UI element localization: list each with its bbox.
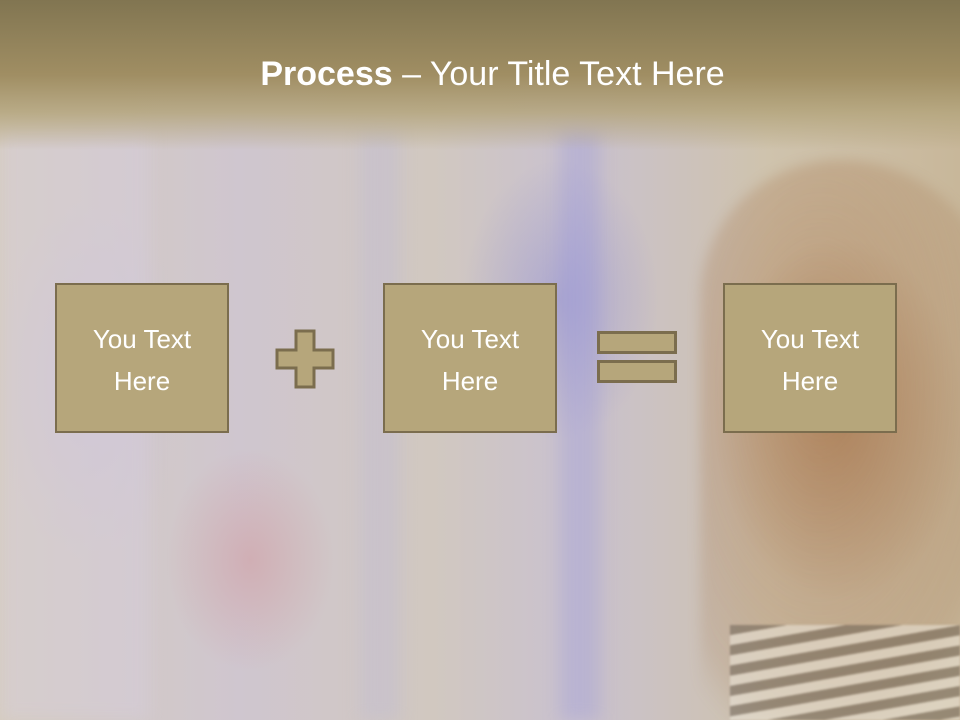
box-text-line1: You Text xyxy=(420,324,520,354)
box-text-line1: You Text xyxy=(92,324,192,354)
box-text-line2: Here xyxy=(441,366,499,396)
background-striped-shirt xyxy=(730,625,960,720)
equals-icon[interactable] xyxy=(597,331,677,383)
slide-title[interactable]: Process – Your Title Text Here xyxy=(0,52,960,96)
box-text-line1: You Text xyxy=(760,324,860,354)
title-band xyxy=(0,0,960,150)
title-bold: Process xyxy=(260,55,393,93)
box-text-line2: Here xyxy=(781,366,839,396)
box-text-line2: Here xyxy=(113,366,171,396)
title-rest: – Your Title Text Here xyxy=(392,55,725,93)
background-blur xyxy=(560,130,600,720)
plus-icon[interactable] xyxy=(275,329,335,389)
